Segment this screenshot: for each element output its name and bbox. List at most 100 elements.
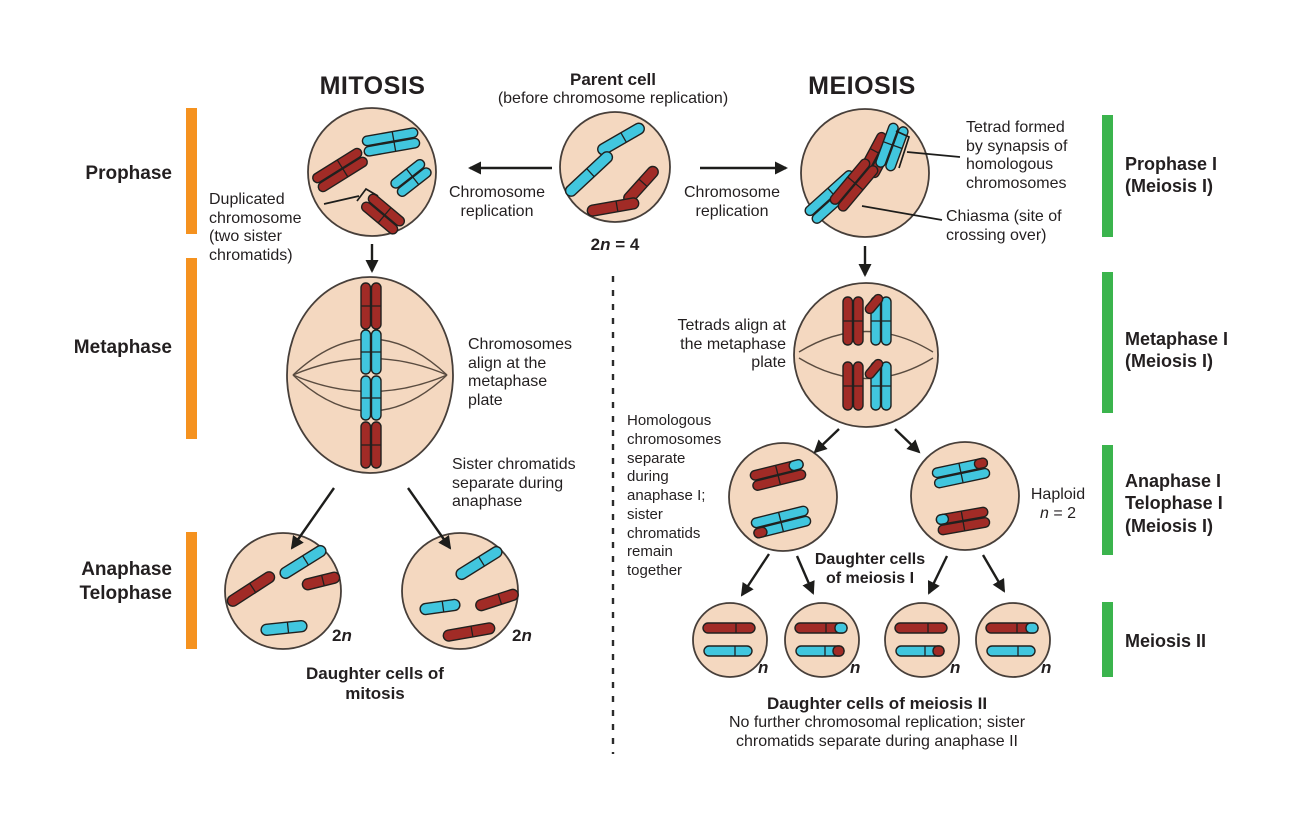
tetrad-upper-cyan-pair bbox=[875, 122, 909, 172]
daughter1-chromosome-red-1 bbox=[226, 571, 276, 607]
daughter-cells-meiosis2-note: No further chromosomal replication; sist… bbox=[728, 714, 1026, 750]
meiosis-metaphase1-cell bbox=[793, 282, 939, 428]
meiosis-title: MEIOSIS bbox=[808, 72, 916, 100]
parent-ploidy-label: 2n = 4 bbox=[590, 235, 640, 254]
meiosis1-daughter-cell-left bbox=[728, 442, 838, 552]
stage-label-metaphase: Metaphase bbox=[73, 337, 172, 358]
sister-chromatids-note: Sister chromatids separate during anapha… bbox=[452, 456, 576, 511]
meiosis1-left-cyan-pair-crossover bbox=[750, 505, 812, 539]
metaphase1-tetrad-top-crossover bbox=[864, 293, 884, 315]
meiosis2-cell2-cyan-chromosome-crossover bbox=[795, 645, 845, 657]
parent-cell-subtitle: (before chromosome replication) bbox=[497, 90, 729, 107]
mitosis-title: MITOSIS bbox=[319, 72, 426, 100]
metaphase1-stage-bar bbox=[1102, 272, 1113, 413]
chiasma-leader-line bbox=[861, 205, 943, 221]
meiosis2-cell3-n-label: n bbox=[950, 658, 961, 677]
duplicated-chromosome-bracket bbox=[356, 187, 379, 202]
meiosis2-cell1-n-label: n bbox=[758, 658, 769, 677]
meiosis2-cell2-red-chromosome-crossover bbox=[794, 622, 848, 634]
anaphase1-telophase1-stage-bar bbox=[1102, 445, 1113, 555]
metaphase1-tetrad-bottom-crossover bbox=[864, 358, 884, 380]
meiosis2-cell3-cyan-chromosome-crossover bbox=[895, 645, 945, 657]
chromosomes-align-note: Chromosomes align at the metaphase plate bbox=[468, 336, 573, 410]
stage-label-metaphase1: Metaphase I(Meiosis I) bbox=[1125, 329, 1229, 372]
tetrads-align-note: Tetrads align at the metaphase plate bbox=[677, 317, 786, 372]
meiosis2-cell4-cyan-chromosome bbox=[986, 645, 1036, 657]
duplicated-chromosome-cyan-small bbox=[390, 159, 432, 197]
arrow-meiosis1-left-to-cell2 bbox=[795, 555, 815, 595]
parent-chromosome-red-2 bbox=[586, 197, 640, 217]
daughter2-chromosome-cyan-2 bbox=[419, 598, 461, 616]
duplicated-chromosome-red-large bbox=[312, 147, 368, 193]
meiosis2-cell4-n-label: n bbox=[1041, 658, 1052, 677]
prophase1-stage-bar bbox=[1102, 115, 1113, 237]
metaphase-chromosome-cyan-upper bbox=[360, 329, 382, 375]
daughter2-chromosome-red-1 bbox=[475, 588, 519, 612]
arrow-metaphase1-to-left-daughter bbox=[813, 428, 840, 454]
stage-label-prophase: Prophase bbox=[85, 163, 172, 184]
daughter1-chromosome-red-2 bbox=[301, 571, 341, 591]
arrow-metaphase-to-daughter1 bbox=[290, 487, 335, 550]
duplicated-chromosome-cyan-large bbox=[361, 127, 421, 157]
haploid-label: Haploid n = 2 bbox=[1030, 486, 1086, 522]
prophase-stage-bar bbox=[186, 108, 197, 234]
daughter2-ploidy-label: 2n bbox=[512, 626, 532, 645]
duplicated-chromosome-note: Duplicated chromosome (two sister chroma… bbox=[209, 191, 302, 265]
tetrad-leader-line bbox=[906, 151, 961, 158]
metaphase1-tetrad-bottom-red-pair bbox=[842, 361, 864, 411]
duplicated-chromosome-leader-line bbox=[323, 195, 360, 205]
meiosis2-cell4-red-chromosome-crossover bbox=[985, 622, 1039, 634]
daughter-cells-meiosis1-caption: Daughter cells of meiosis I bbox=[814, 551, 926, 588]
parent-cell-title: Parent cell bbox=[570, 70, 656, 89]
meiosis2-cell-2 bbox=[784, 602, 860, 678]
meiosis1-daughter-cell-right bbox=[910, 441, 1020, 551]
chromosome-replication-right-label: Chromosome replication bbox=[683, 184, 781, 220]
metaphase-chromosome-cyan-lower bbox=[360, 375, 382, 421]
arrow-metaphase-to-daughter2 bbox=[407, 487, 452, 550]
meiosis2-cell-4 bbox=[975, 602, 1051, 678]
meiosis2-cell1-red-chromosome bbox=[702, 622, 756, 634]
meiosis-spindle-fibers bbox=[798, 330, 934, 380]
anaphase-telophase-stage-bar bbox=[186, 532, 197, 649]
tetrad-lower-red-pair bbox=[829, 158, 879, 212]
mitosis-metaphase-cell bbox=[286, 276, 454, 474]
daughter1-ploidy-label: 2n bbox=[332, 626, 352, 645]
meiosis2-cell1-cyan-chromosome bbox=[703, 645, 753, 657]
daughter1-chromosome-cyan-2 bbox=[260, 619, 308, 637]
meiosis2-cell-1 bbox=[692, 602, 768, 678]
parent-chromosome-cyan-1 bbox=[597, 122, 645, 156]
chromosome-replication-left-label: Chromosome replication bbox=[448, 184, 546, 220]
metaphase-chromosome-red-top bbox=[360, 282, 382, 330]
parent-cell bbox=[559, 111, 671, 223]
stage-label-prophase1: Prophase I(Meiosis I) bbox=[1125, 154, 1218, 197]
daughter1-chromosome-cyan-1 bbox=[279, 544, 327, 580]
stage-label-meiosis2: Meiosis II bbox=[1125, 631, 1207, 651]
homologous-separate-note: Homologous chromosomes separate during a… bbox=[627, 412, 722, 579]
metaphase-chromosome-red-bottom bbox=[360, 421, 382, 469]
meiosis2-cell3-red-chromosome bbox=[894, 622, 948, 634]
parent-chromosome-cyan-2 bbox=[564, 151, 614, 197]
daughter2-chromosome-cyan-1 bbox=[455, 545, 503, 581]
arrow-meiosis1-left-to-cell1 bbox=[740, 553, 771, 597]
tetrad-bracket bbox=[895, 130, 911, 169]
meiosis1-right-cyan-pair-crossover bbox=[931, 457, 991, 489]
meiosis1-left-red-pair-crossover bbox=[749, 459, 807, 491]
arrow-meiosis1-right-to-cell4 bbox=[981, 554, 1006, 593]
meiosis2-stage-bar bbox=[1102, 602, 1113, 677]
daughter2-chromosome-red-2 bbox=[442, 622, 496, 642]
metaphase1-tetrad-top-red-pair bbox=[842, 296, 864, 346]
meiosis2-cell-3 bbox=[884, 602, 960, 678]
duplicated-chromosome-red-small bbox=[360, 193, 406, 235]
daughter-cells-mitosis-caption: Daughter cells of mitosis bbox=[306, 664, 444, 704]
tetrad-note: Tetrad formed by synapsis of homologous … bbox=[966, 119, 1068, 193]
chiasma-note: Chiasma (site of crossing over) bbox=[946, 208, 1062, 244]
metaphase-stage-bar bbox=[186, 258, 197, 439]
meiosis2-cell2-n-label: n bbox=[850, 658, 861, 677]
meiosis1-right-red-pair-crossover bbox=[935, 506, 991, 536]
arrow-metaphase1-to-right-daughter bbox=[894, 428, 921, 454]
daughter-cells-meiosis2-caption: Daughter cells of meiosis II bbox=[766, 694, 988, 713]
arrow-meiosis1-right-to-cell3 bbox=[927, 555, 949, 595]
